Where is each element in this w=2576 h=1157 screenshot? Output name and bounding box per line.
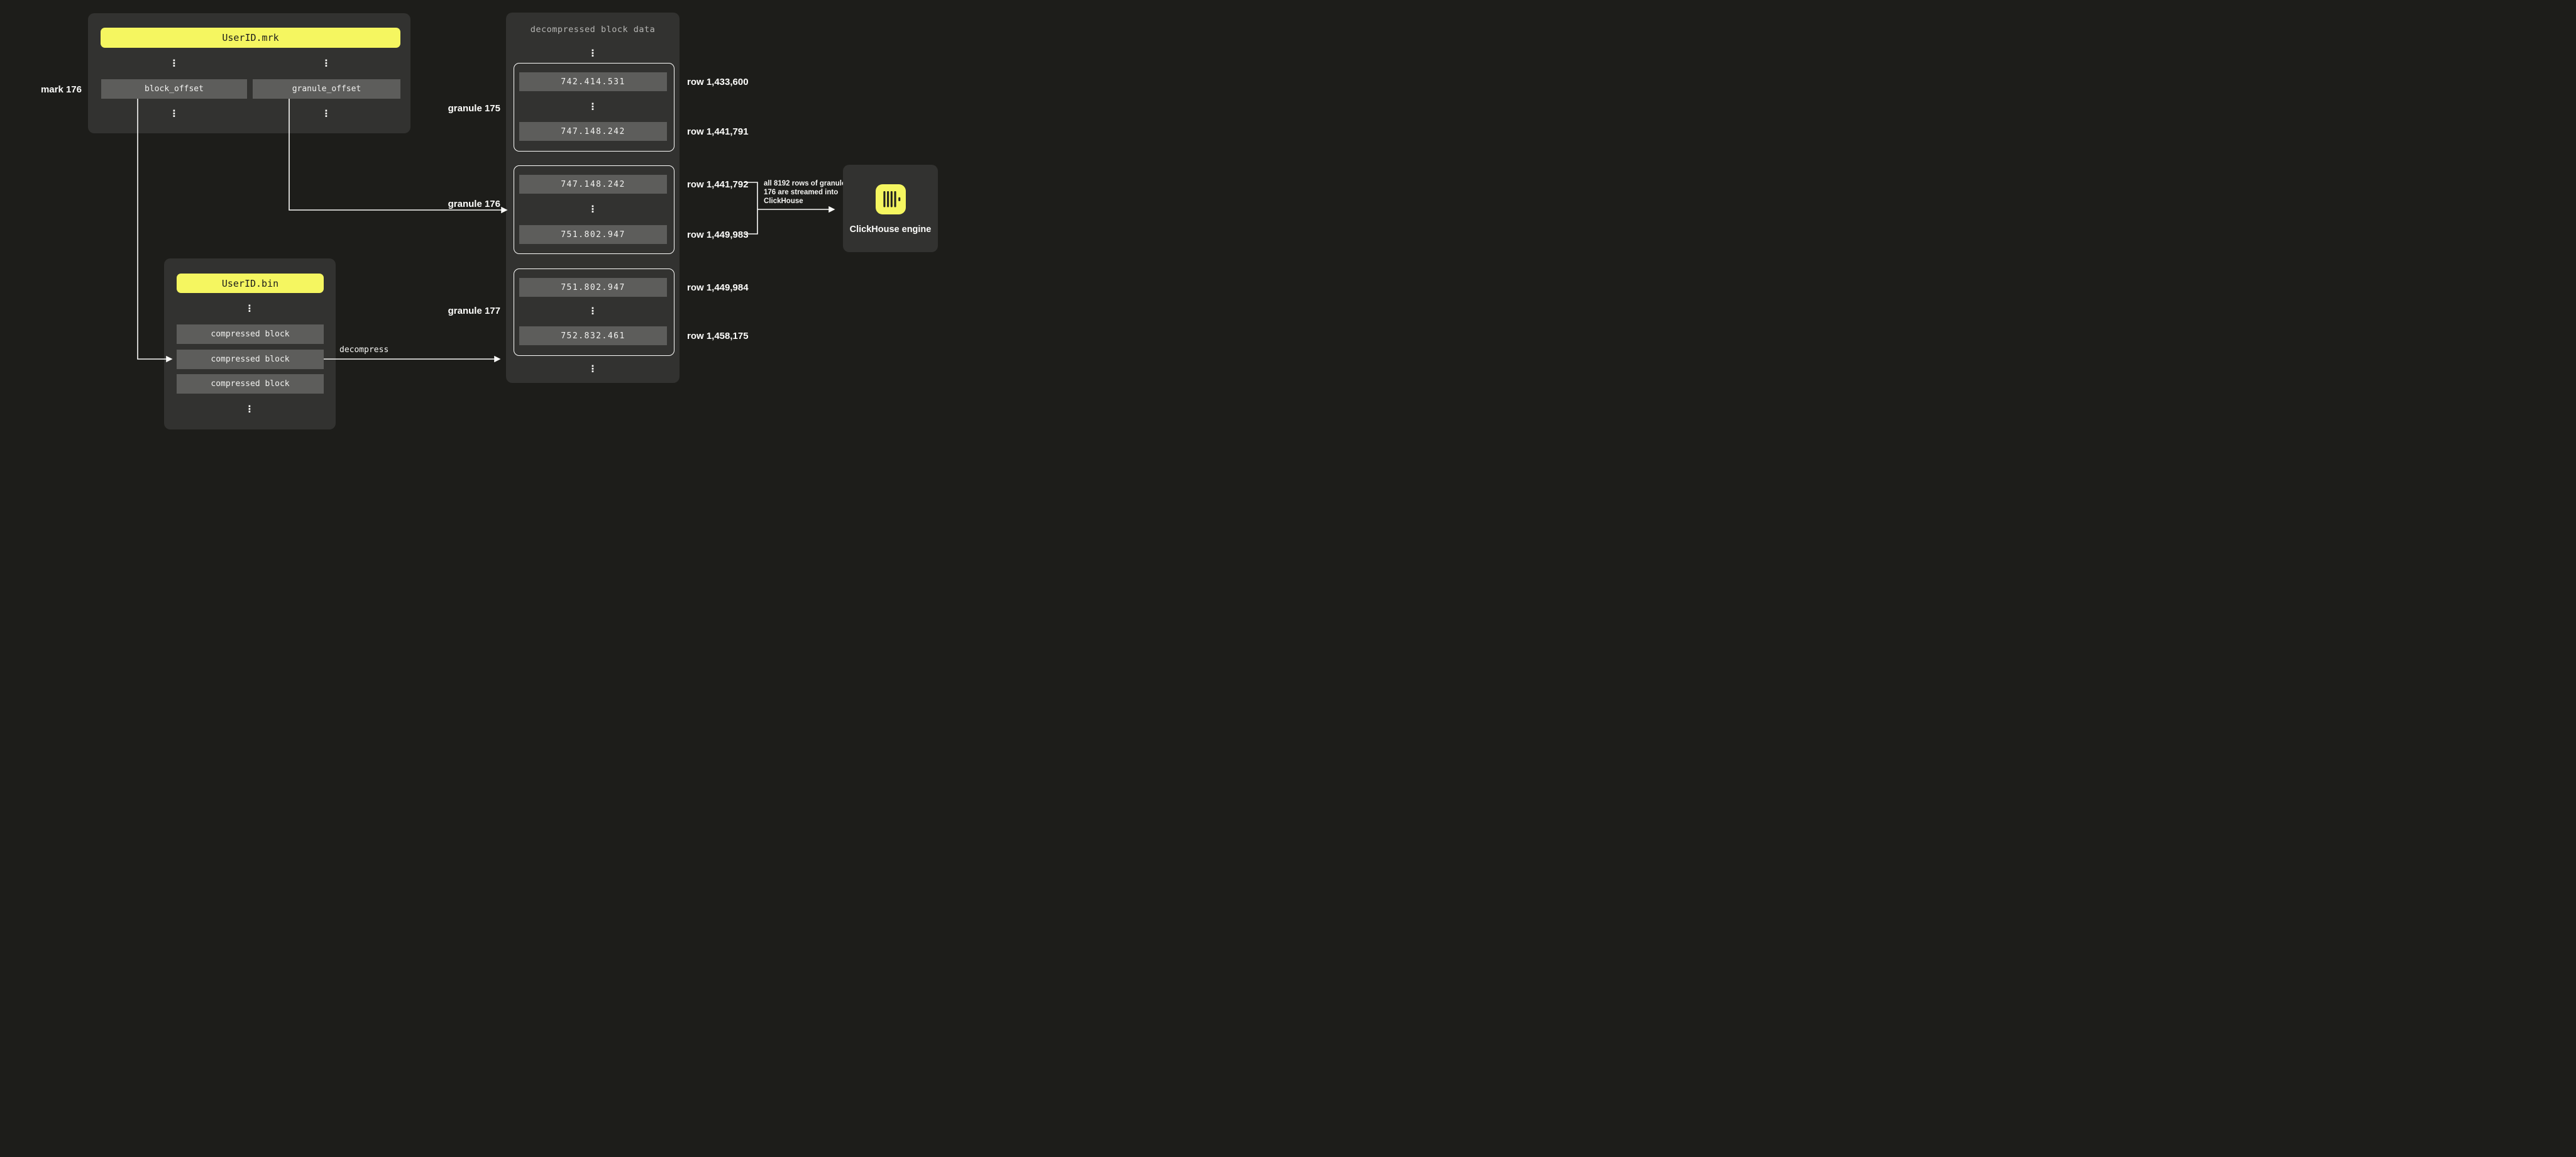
compressed-block-1-label: compressed block: [211, 329, 290, 339]
row-label-1441791: row 1,441,791: [687, 126, 749, 137]
row-label-1433600: row 1,433,600: [687, 77, 749, 87]
mrk-ellipsis-left-top: ⋮: [169, 57, 179, 69]
granule-176-last-value-text: 751.802.947: [561, 230, 625, 240]
granule-176-ellipsis: ⋮: [588, 203, 598, 215]
granule-177-last-value-text: 752.832.461: [561, 331, 625, 341]
compressed-block-3: compressed block: [177, 374, 324, 394]
userid-mrk-title: UserID.mrk: [222, 32, 279, 43]
decompressed-ellipsis-top: ⋮: [588, 47, 598, 59]
granule-175-last-value-text: 747.148.242: [561, 126, 625, 136]
mrk-ellipsis-right-top: ⋮: [321, 57, 331, 69]
granule-176-last-value: 751.802.947: [519, 225, 667, 244]
compressed-block-2: compressed block: [177, 350, 324, 369]
decompressed-ellipsis-bottom: ⋮: [588, 363, 598, 375]
clickhouse-engine-panel: ClickHouse engine: [843, 165, 938, 252]
bracket-granule-176-rows: [744, 182, 758, 235]
decompressed-panel-title: decompressed block data: [530, 25, 656, 35]
clickhouse-logo-icon: [876, 184, 906, 214]
mark-176-label: mark 176: [40, 84, 82, 95]
block-offset-label: block_offset: [145, 84, 204, 94]
userid-mrk-panel: UserID.mrk: [88, 13, 410, 133]
diagram-canvas: UserID.mrk ⋮ ⋮ block_offset granule_offs…: [0, 0, 986, 443]
granule-175-label: granule 175: [448, 103, 500, 114]
granule-175-ellipsis: ⋮: [588, 101, 598, 113]
clickhouse-engine-label: ClickHouse engine: [849, 224, 932, 235]
block-offset-field: block_offset: [101, 79, 247, 99]
granule-177-last-value: 752.832.461: [519, 326, 667, 345]
granule-177-label: granule 177: [448, 306, 500, 316]
granule-175-first-value: 742.414.531: [519, 72, 667, 91]
userid-bin-title: UserID.bin: [221, 277, 279, 289]
annotation-line-3: ClickHouse: [764, 197, 803, 205]
streaming-annotation: all 8192 rows of granule 176 are streame…: [764, 179, 845, 206]
granule-177-box: [514, 268, 674, 356]
granule-offset-label: granule_offset: [292, 84, 361, 94]
compressed-block-2-label: compressed block: [211, 355, 290, 364]
granule-175-last-value: 747.148.242: [519, 122, 667, 141]
granule-175-first-value-text: 742.414.531: [561, 77, 625, 87]
row-label-1449984: row 1,449,984: [687, 282, 749, 293]
granule-176-box: [514, 165, 674, 254]
annotation-line-1: all 8192 rows of granule: [764, 180, 846, 187]
compressed-block-3-label: compressed block: [211, 379, 290, 389]
granule-offset-field: granule_offset: [253, 79, 400, 99]
userid-mrk-header: UserID.mrk: [101, 28, 400, 48]
granule-176-first-value-text: 747.148.242: [561, 179, 625, 189]
bin-ellipsis-top: ⋮: [245, 302, 255, 314]
row-label-1458175: row 1,458,175: [687, 331, 749, 341]
granule-176-label: granule 176: [448, 199, 500, 209]
granule-177-first-value: 751.802.947: [519, 278, 667, 297]
granule-175-box: [514, 63, 674, 152]
userid-bin-panel: UserID.bin: [164, 258, 336, 429]
row-label-1441792: row 1,441,792: [687, 179, 749, 190]
granule-176-first-value: 747.148.242: [519, 175, 667, 194]
decompress-label: decompress: [339, 345, 389, 355]
annotation-line-2: 176 are streamed into: [764, 189, 839, 196]
granule-177-ellipsis: ⋮: [588, 305, 598, 317]
row-label-1449983: row 1,449,983: [687, 230, 749, 240]
mrk-ellipsis-right-bottom: ⋮: [321, 108, 331, 119]
bin-ellipsis-bottom: ⋮: [245, 403, 255, 415]
userid-bin-header: UserID.bin: [177, 274, 324, 293]
compressed-block-1: compressed block: [177, 324, 324, 344]
mrk-ellipsis-left-bottom: ⋮: [169, 108, 179, 119]
granule-177-first-value-text: 751.802.947: [561, 282, 625, 292]
